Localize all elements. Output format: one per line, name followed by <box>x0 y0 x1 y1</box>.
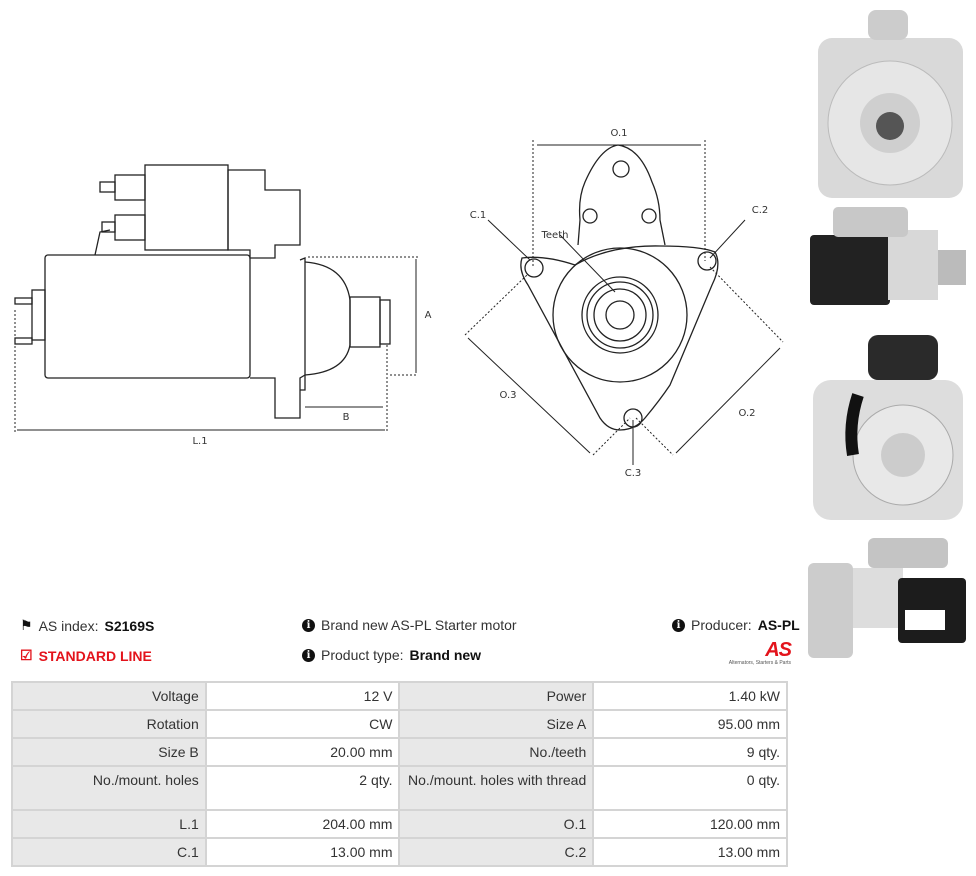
spec-label: Size B <box>11 737 207 767</box>
spec-value: 9 qty. <box>592 737 788 767</box>
spec-label: Rotation <box>11 709 207 739</box>
spec-value: 2 qty. <box>204 765 401 811</box>
spec-value: 204.00 mm <box>204 809 401 839</box>
dim-label-l1: L.1 <box>192 436 207 447</box>
spec-value: 1.40 kW <box>592 681 788 711</box>
spec-label: Power <box>398 681 595 711</box>
product-photo-rear[interactable] <box>808 335 968 525</box>
spec-value: 13.00 mm <box>204 837 401 867</box>
spec-label: O.1 <box>398 809 595 839</box>
spec-label: Size A <box>398 709 595 739</box>
standard-line-badge: ☑ STANDARD LINE <box>20 647 152 664</box>
dim-label-o1: O.1 <box>610 128 627 139</box>
dim-label-c3: C.3 <box>625 468 642 479</box>
spec-label: No./teeth <box>398 737 595 767</box>
dim-label-a: A <box>425 310 432 321</box>
checkbox-icon: ☑ <box>20 647 33 663</box>
spec-value: 95.00 mm <box>592 709 788 739</box>
as-index-value: S2169S <box>104 617 155 634</box>
dim-label-c2: C.2 <box>752 205 769 216</box>
info-icon: i <box>302 648 315 662</box>
dim-label-c1: C.1 <box>470 210 487 221</box>
info-icon: i <box>672 618 685 632</box>
product-photo-side[interactable] <box>808 205 968 330</box>
spec-label: No./mount. holes <box>11 765 207 811</box>
dim-label-b: B <box>343 412 350 423</box>
spec-value: CW <box>204 709 401 739</box>
spec-value: 13.00 mm <box>592 837 788 867</box>
dim-label-teeth: Teeth <box>541 230 569 241</box>
front-dimension-lines <box>464 140 784 465</box>
as-index: ⚑ AS index: S2169S <box>20 617 155 634</box>
spec-label: Voltage <box>11 681 207 711</box>
dim-label-o3: O.3 <box>499 390 516 401</box>
info-icon: i <box>302 618 315 632</box>
starter-side-outline <box>14 164 391 419</box>
producer: i Producer: AS-PL <box>672 617 800 633</box>
spec-value: 20.00 mm <box>204 737 401 767</box>
description: i Brand new AS-PL Starter motor <box>302 617 517 633</box>
spec-label: C.2 <box>398 837 595 867</box>
spec-value: 12 V <box>204 681 401 711</box>
spec-label: No./mount. holes with thread <box>398 765 595 811</box>
side-dimension-lines <box>14 256 418 432</box>
product-type: i Product type: Brand new <box>302 647 481 663</box>
spec-label: L.1 <box>11 809 207 839</box>
product-photo-front[interactable] <box>808 8 968 204</box>
spec-value: 120.00 mm <box>592 809 788 839</box>
dim-label-o2: O.2 <box>738 408 755 419</box>
as-pl-logo: AS Alternators, Starters & Parts <box>728 639 792 666</box>
flange-outline <box>520 144 719 431</box>
spec-value: 0 qty. <box>592 765 788 811</box>
product-photo-solenoid-side[interactable] <box>808 538 968 660</box>
tags-icon: ⚑ <box>20 617 33 633</box>
front-view-drawing: O.1 C.1 C.2 Teeth O.3 O.2 C.3 <box>464 128 784 479</box>
side-view-drawing: L.1 B A <box>14 164 432 447</box>
spec-label: C.1 <box>11 837 207 867</box>
